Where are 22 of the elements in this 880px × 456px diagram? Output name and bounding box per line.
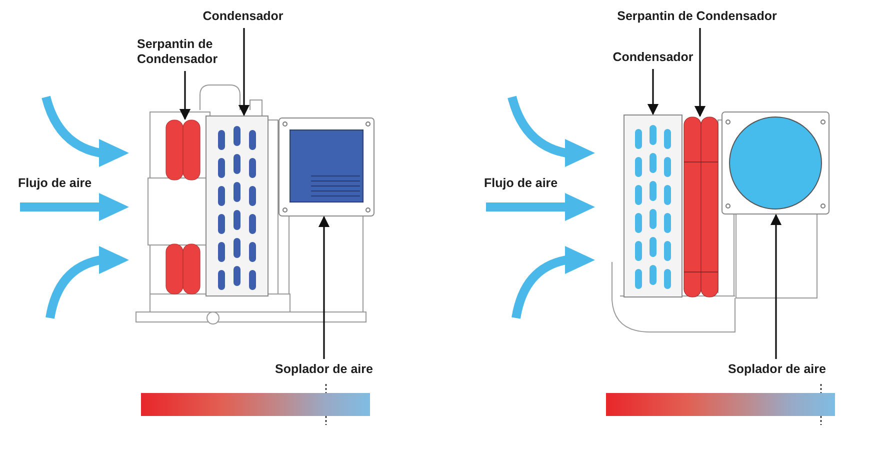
part-label: Serpantin de Condensador — [137, 37, 233, 67]
blower-fan — [278, 118, 374, 216]
part-label: Condensador — [196, 9, 290, 24]
part-label: Soplador de aire — [718, 362, 836, 377]
part-label: Soplador de aire — [266, 362, 382, 377]
part-label: Serpantin de Condensador — [602, 9, 792, 24]
condenser-panel — [206, 116, 268, 296]
condenser-coil — [166, 120, 200, 294]
leader-arrow — [647, 69, 659, 116]
part-label: Condensador — [604, 50, 702, 65]
temperature-gradient-bar — [606, 393, 835, 416]
blower-fan — [722, 112, 830, 214]
leader-arrow — [694, 28, 706, 118]
leader-arrow — [238, 28, 250, 116]
condenser-panel — [624, 114, 682, 298]
leader-arrow — [318, 216, 330, 359]
airflow-label: Flujo de aire — [18, 176, 93, 191]
temperature-gradient-bar — [141, 393, 370, 416]
leader-arrow — [770, 214, 782, 359]
condenser-coil — [684, 116, 718, 298]
leader-arrow — [179, 71, 191, 120]
airflow-label: Flujo de aire — [484, 176, 559, 191]
